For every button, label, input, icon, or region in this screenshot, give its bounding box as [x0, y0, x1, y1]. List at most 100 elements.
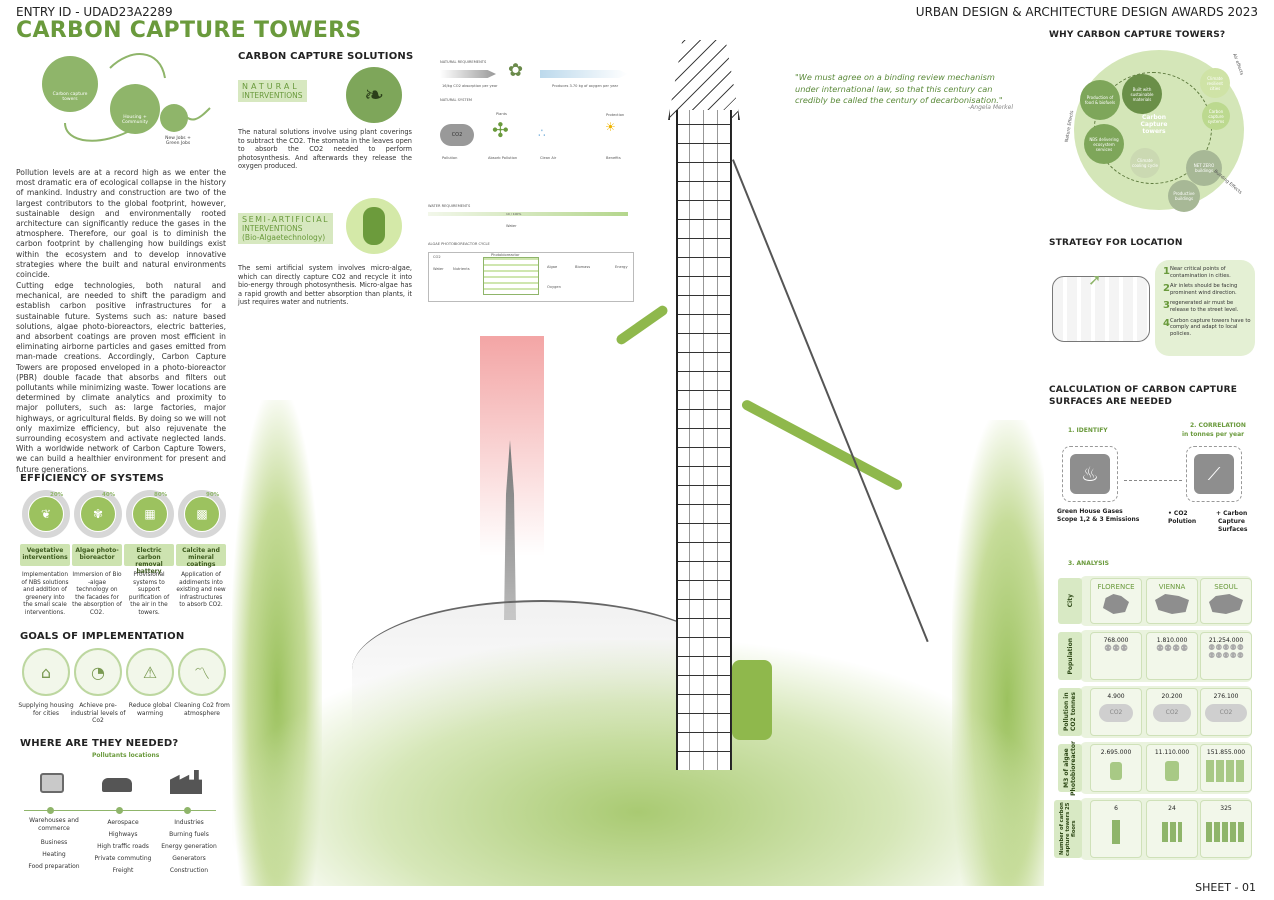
tank-icon	[1206, 760, 1246, 782]
efficiency-desc-2: Immersion of Bio -algae technology on th…	[72, 572, 122, 616]
towers-value: 325	[1220, 805, 1232, 812]
efficiency-ring-3: ▦	[126, 490, 174, 538]
why-side-air: Air effects	[1231, 52, 1244, 77]
fire-icon: ♨	[1070, 454, 1110, 494]
why-bubble-2-label: NBS delivering ecosystem services	[1089, 136, 1119, 152]
why-bubble-3-label: Climate cooling cycle	[1132, 158, 1158, 168]
req-arrow-right	[540, 70, 628, 78]
tower-shaft-grid	[676, 110, 732, 770]
tank-icon	[1110, 762, 1122, 780]
city-name: VIENNA	[1158, 583, 1186, 591]
warehouse-icon	[40, 773, 64, 793]
water-requirements-label: WATER REQUIREMENTS	[428, 204, 471, 208]
car-icon	[102, 778, 132, 792]
housing-icon: ⌂	[22, 648, 70, 696]
plant-icon: ✣	[492, 118, 509, 142]
why-center: Carbon Capture towers	[1140, 114, 1168, 135]
req-left-text: 16/kg CO2 absorption per year	[442, 84, 498, 88]
strategy-text-1: Near critical points of contamination in…	[1169, 266, 1231, 279]
population-value: 1.810.000	[1156, 637, 1188, 644]
row-label-city-box: City	[1058, 578, 1082, 624]
calc-title-1: CALCULATION OF CARBON CAPTURE	[1049, 385, 1238, 395]
people-icon: ⚉⚉⚉	[1103, 644, 1129, 654]
people-icon: ⚉⚉⚉⚉	[1155, 644, 1189, 654]
natural-requirements-label: NATURAL REQUIREMENTS	[440, 60, 487, 64]
row-label-algae: M3 of algae Photobioreactor	[1063, 740, 1077, 796]
battery-icon: ▦	[133, 497, 167, 531]
natural-label-2: INTERVENTIONS	[242, 91, 303, 100]
where-title: WHERE ARE THEY NEEDED?	[20, 738, 179, 749]
pollution-value: 20.200	[1161, 693, 1183, 700]
towers-card-florence: 6	[1090, 800, 1142, 858]
goals-title: GOALS OF IMPLEMENTATION	[20, 631, 185, 642]
map-icon	[1155, 594, 1189, 614]
semi-badge: SEMI-ARTIFICIAL INTERVENTIONS (Bio-Algae…	[238, 213, 334, 244]
algae-reactor-icon	[346, 198, 402, 254]
intro-paragraph-1: Pollution levels are at a record high as…	[16, 168, 226, 280]
tower-spire	[668, 40, 740, 120]
why-bubble-4: NET ZERO buildings	[1186, 150, 1222, 186]
award-title: URBAN DESIGN & ARCHITECTURE DESIGN AWARD…	[915, 5, 1258, 19]
system-step-4: Benefits	[606, 156, 621, 160]
carbon-label-2: Capture	[1218, 518, 1245, 525]
goal-label-1: Supplying housing for cities	[18, 702, 74, 717]
city-name: FLORENCE	[1097, 583, 1135, 591]
ghg-box: ♨	[1062, 446, 1118, 502]
sheet-number: SHEET - 01	[1195, 881, 1256, 894]
cycle-node-housing: Housing + Community	[110, 84, 160, 134]
why-diagram: Production of food & biofuels Built with…	[1060, 44, 1256, 214]
vine-strand-1	[614, 303, 670, 347]
where-column-2: Aerospace Highways High traffic roads Pr…	[88, 817, 158, 877]
strategy-num-2: 2	[1163, 283, 1170, 295]
vine-strand-2	[740, 398, 904, 492]
pollution-card-florence: 4.900 CO2	[1090, 688, 1142, 736]
why-bubble-2: NBS delivering ecosystem services	[1084, 124, 1124, 164]
algae-step-6: Energy	[615, 265, 628, 269]
co2-label-1: • CO2	[1168, 510, 1188, 517]
water-bar	[428, 212, 628, 216]
church-spire	[504, 440, 516, 620]
why-bubble-3: Climate cooling cycle	[1130, 148, 1160, 178]
wind-arrow-icon: ➚	[1088, 270, 1102, 289]
solutions-title: CARBON CAPTURE SOLUTIONS	[238, 51, 414, 62]
tower-icon	[1162, 822, 1182, 842]
why-bubble-7-label: Carbon capture systems	[1207, 108, 1225, 124]
city-name: SEOUL	[1214, 583, 1238, 591]
goal-label-4: Cleaning Co2 from atmosphere	[174, 702, 230, 717]
pollution-card-seoul: 276.100 CO2	[1200, 688, 1252, 736]
photobioreactor-box	[483, 257, 539, 295]
water-label: Water	[506, 224, 517, 228]
algae-cycle-diagram: CO2 Photobioreactor Water Nutrients Alga…	[428, 252, 634, 302]
city-card-florence: FLORENCE	[1090, 578, 1142, 624]
where-item: Aerospace	[107, 819, 139, 826]
system-step-3: Clean Air	[540, 156, 557, 160]
cleaning-icon: 〽	[178, 648, 226, 696]
why-bubble-4-label: NET ZERO buildings	[1193, 163, 1215, 173]
algae-step-1: Water	[433, 267, 444, 271]
strategy-city-icon	[1052, 276, 1150, 342]
natural-badge: NATURAL INTERVENTIONS	[238, 80, 307, 102]
where-item: Private commuting	[94, 855, 152, 862]
algae-photobioreactor-label: Photobioreactor	[491, 253, 520, 257]
natural-system-label: NATURAL SYSTEM	[440, 98, 472, 102]
row-label-pollution: Pollution in CO2 tonnes	[1063, 692, 1077, 732]
mineral-icon: ▩	[185, 497, 219, 531]
efficiency-pct-2: 40%	[102, 492, 116, 498]
map-icon	[1209, 594, 1243, 614]
population-card-florence: 768.000 ⚉⚉⚉	[1090, 632, 1142, 680]
why-bubble-5-label: Productive buildings	[1173, 191, 1195, 201]
factory-icon	[170, 770, 202, 794]
row-label-city: City	[1066, 594, 1074, 608]
efficiency-label-3: Electric carbon removal battery	[124, 544, 174, 575]
cycle-node-towers-label: Carbon capture towers	[52, 92, 88, 102]
leaf-icon: ❦	[29, 497, 63, 531]
req-arrow-left	[440, 70, 496, 78]
chart-icon: ⟋	[1194, 454, 1234, 494]
algae-step-4: Biomass	[575, 265, 591, 269]
people-icon: ⚉⚉⚉⚉⚉⚉⚉⚉⚉⚉	[1208, 643, 1244, 660]
towers-value: 24	[1168, 805, 1176, 812]
where-dot-2	[116, 807, 123, 814]
efficiency-desc-1: Implementation of NBS solutions and addi…	[21, 572, 69, 616]
population-value: 21.254.000	[1208, 637, 1244, 644]
tower-icon	[1206, 822, 1246, 842]
